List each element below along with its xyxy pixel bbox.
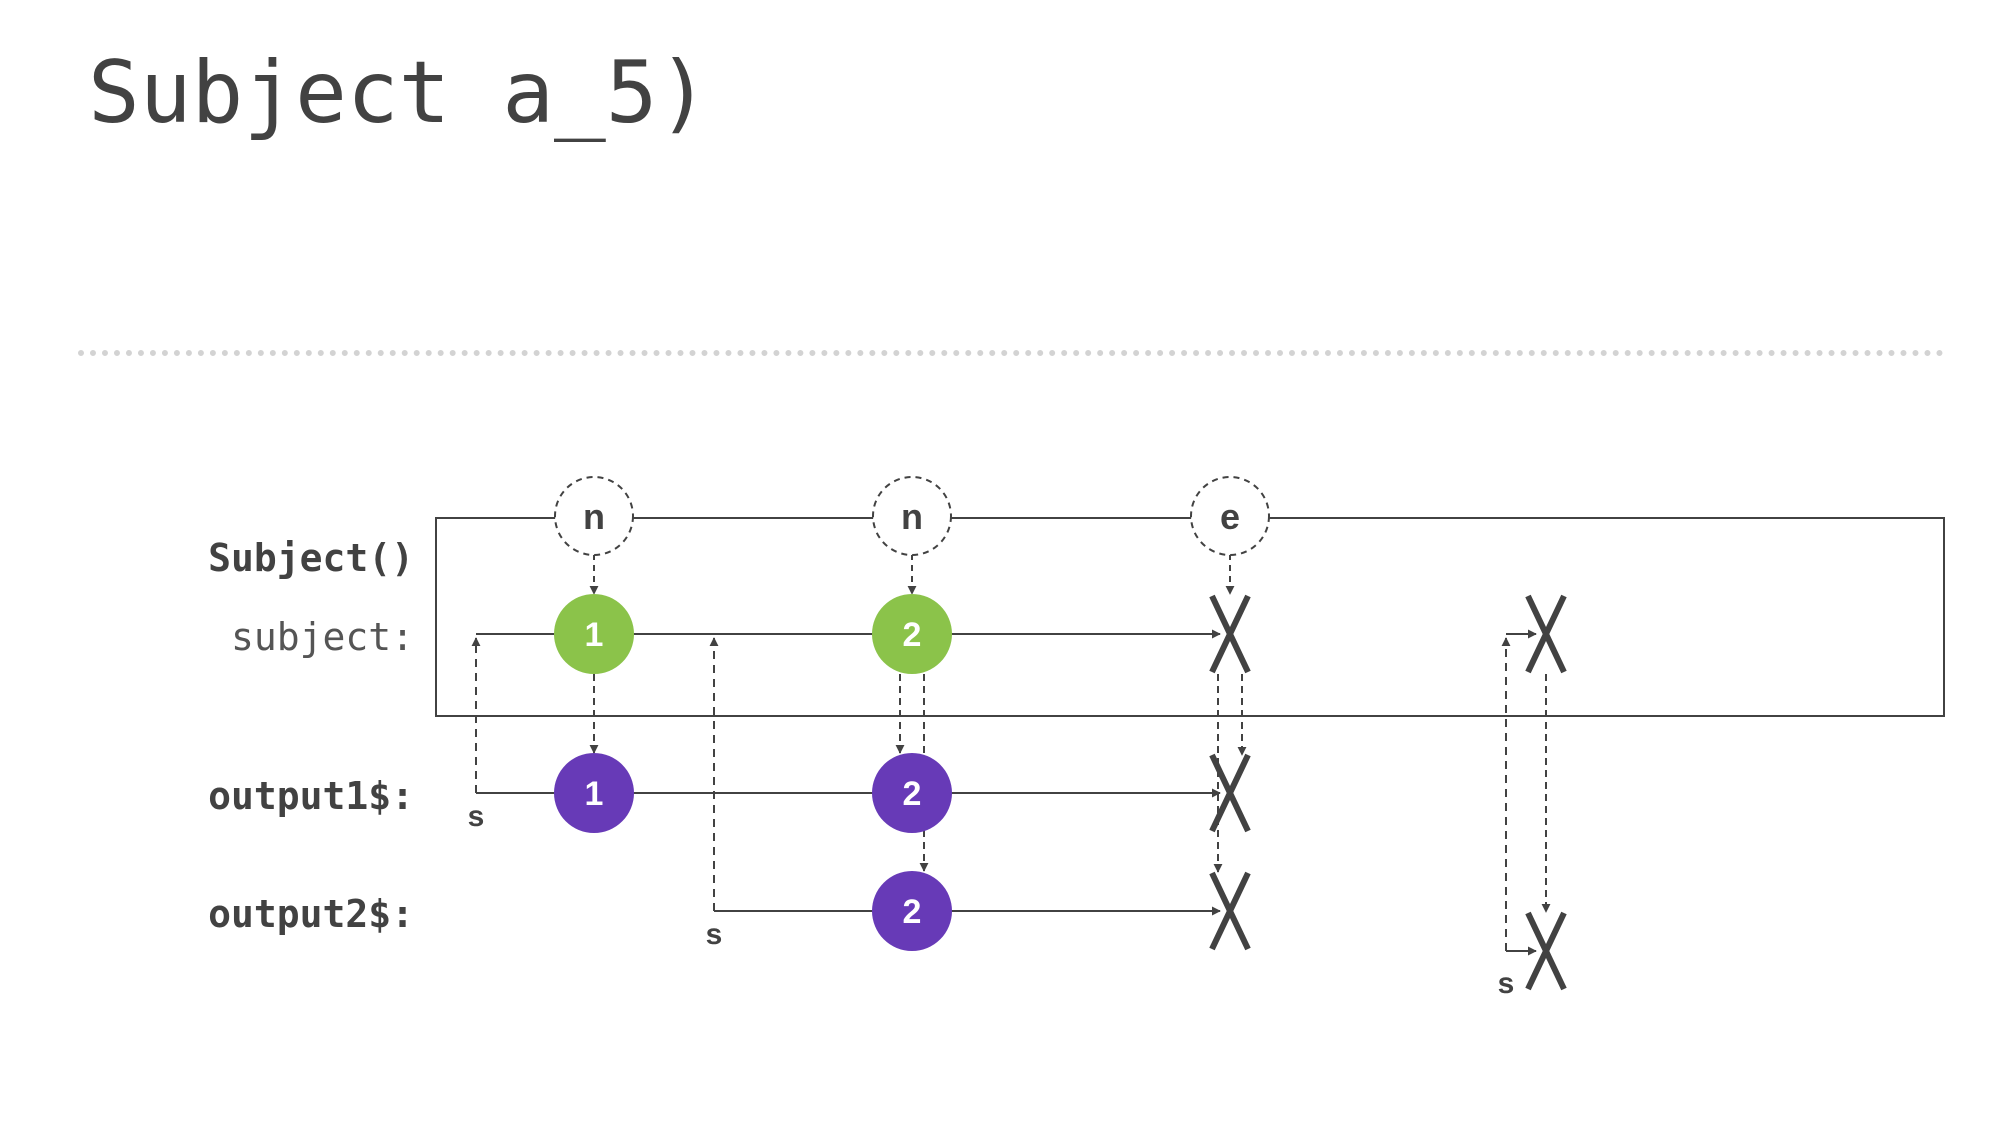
output1-label: output1$: xyxy=(208,774,414,818)
output2-label: output2$: xyxy=(208,892,414,936)
marble-value: 2 xyxy=(903,616,922,654)
error-mark-subject xyxy=(1209,594,1251,674)
subject-variable-label: subject: xyxy=(230,615,414,659)
subscribe-marker-output2: s xyxy=(706,918,723,951)
subscribe-marker-output1: s xyxy=(468,800,485,833)
operation-label: n xyxy=(901,496,923,537)
error-mark-output2 xyxy=(1209,871,1251,951)
output2-marble-2: 2 xyxy=(872,871,952,951)
subject-marble-2: 2 xyxy=(872,594,952,674)
operation-label: e xyxy=(1220,496,1240,537)
marble-value: 1 xyxy=(585,616,604,654)
operation-next-2: n xyxy=(872,476,952,556)
output1-marble-1: 1 xyxy=(554,753,634,833)
marble-value: 2 xyxy=(903,775,922,813)
error-mark-subject-late xyxy=(1525,594,1567,674)
subject-constructor-label: Subject() xyxy=(208,536,414,580)
operation-label: n xyxy=(583,496,605,537)
subject-box xyxy=(435,517,1945,717)
dotted-separator xyxy=(78,350,1944,356)
error-mark-output1 xyxy=(1209,753,1251,833)
operation-next-1: n xyxy=(554,476,634,556)
error-mark-late-subscriber xyxy=(1525,911,1567,991)
operation-error: e xyxy=(1190,476,1270,556)
slide-title: Subject a_5) xyxy=(88,43,710,143)
marble-value: 2 xyxy=(903,893,922,931)
marble-value: 1 xyxy=(585,775,604,813)
output1-marble-2: 2 xyxy=(872,753,952,833)
subject-marble-1: 1 xyxy=(554,594,634,674)
subscribe-marker-late: s xyxy=(1498,967,1515,1000)
